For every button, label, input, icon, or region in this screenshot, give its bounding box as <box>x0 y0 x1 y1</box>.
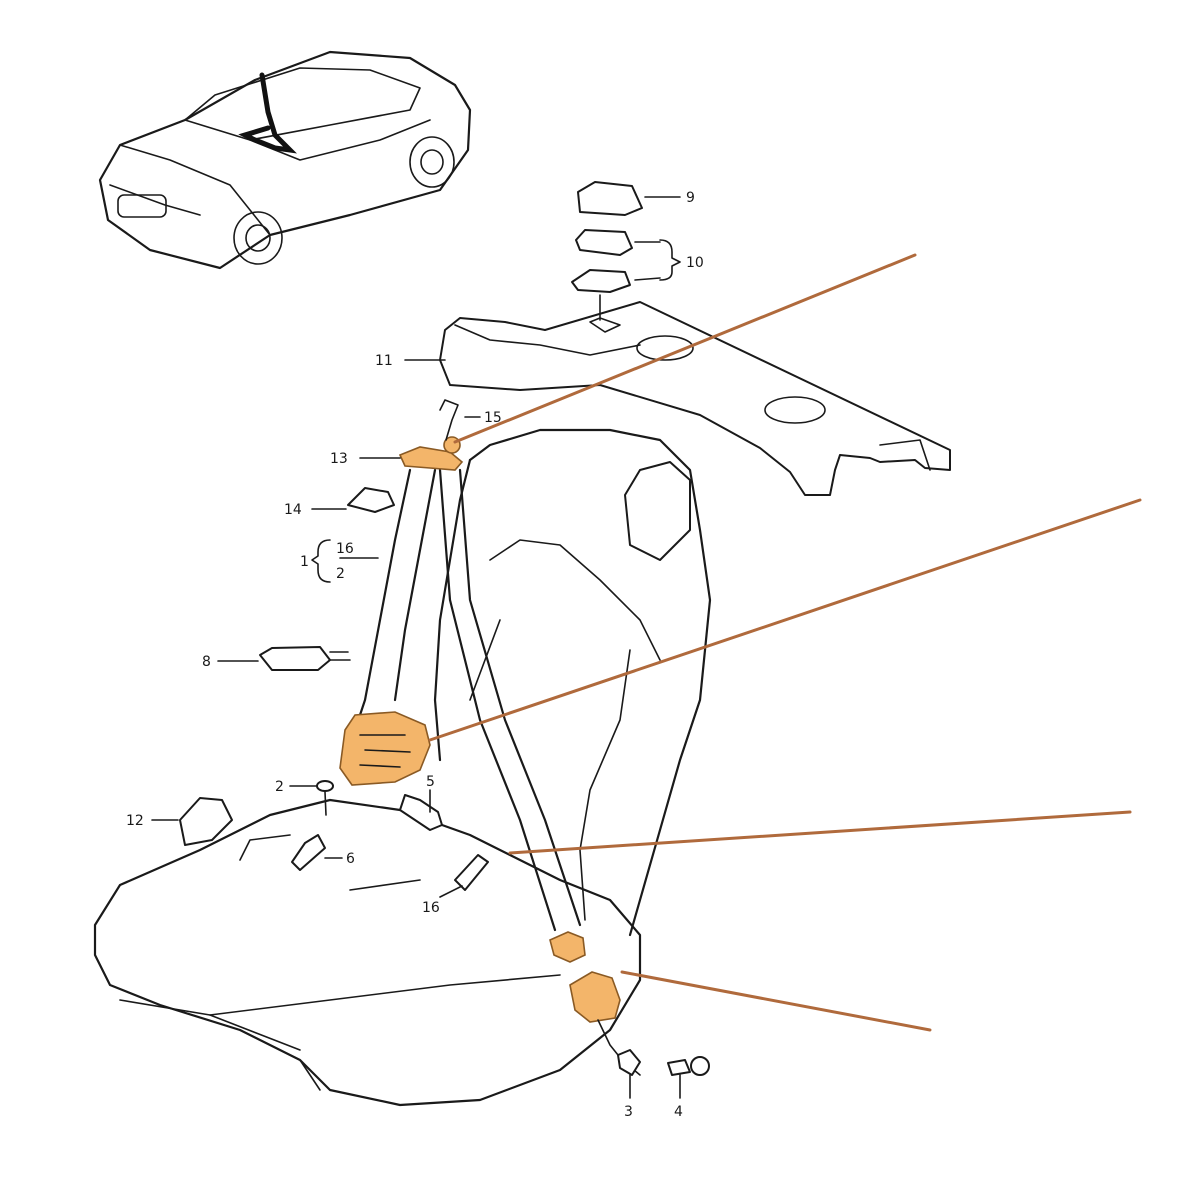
label-part-4: 4 <box>674 1104 683 1120</box>
seat-backrest <box>433 428 712 937</box>
label-part-2-top: 2 <box>336 566 345 582</box>
label-part-16-top: 16 <box>336 541 354 557</box>
clip-10-lower <box>571 269 631 293</box>
label-part-9: 9 <box>686 190 695 206</box>
upper-anchor-13 <box>398 399 464 471</box>
bolt-6 <box>291 834 326 871</box>
label-part-10: 10 <box>686 255 704 271</box>
label-part-6: 6 <box>346 851 355 867</box>
label-part-3: 3 <box>624 1104 633 1120</box>
guide-16 <box>454 854 489 891</box>
belt-retractor <box>339 711 431 786</box>
label-part-2: 2 <box>275 779 284 795</box>
seat-cushion <box>93 798 642 1107</box>
label-part-16: 16 <box>422 900 440 916</box>
bracket-14 <box>347 487 395 513</box>
seatbelt-webbing <box>353 468 582 932</box>
cover-12 <box>179 797 233 846</box>
label-part-11: 11 <box>375 353 393 369</box>
label-part-8: 8 <box>202 654 211 670</box>
leader-lines <box>151 196 681 1099</box>
label-part-15: 15 <box>484 410 502 426</box>
highlight-callouts <box>428 253 1142 1032</box>
belt-buckle <box>549 931 710 1076</box>
car-overview-illustration <box>98 50 472 270</box>
label-part-1: 1 <box>300 554 309 570</box>
upper-trim-rail <box>439 301 951 496</box>
part-labels: 9 10 11 15 13 14 1 16 2 8 2 5 12 6 16 3 … <box>126 190 704 1120</box>
label-part-12: 12 <box>126 813 144 829</box>
bolt-5 <box>399 794 443 831</box>
cover-cap-9 <box>577 181 643 216</box>
bolt-2 <box>316 780 334 792</box>
label-part-13: 13 <box>330 451 348 467</box>
label-part-14: 14 <box>284 502 302 518</box>
label-part-5: 5 <box>426 774 435 790</box>
clip-10-upper <box>575 229 633 256</box>
guide-8 <box>259 646 331 671</box>
